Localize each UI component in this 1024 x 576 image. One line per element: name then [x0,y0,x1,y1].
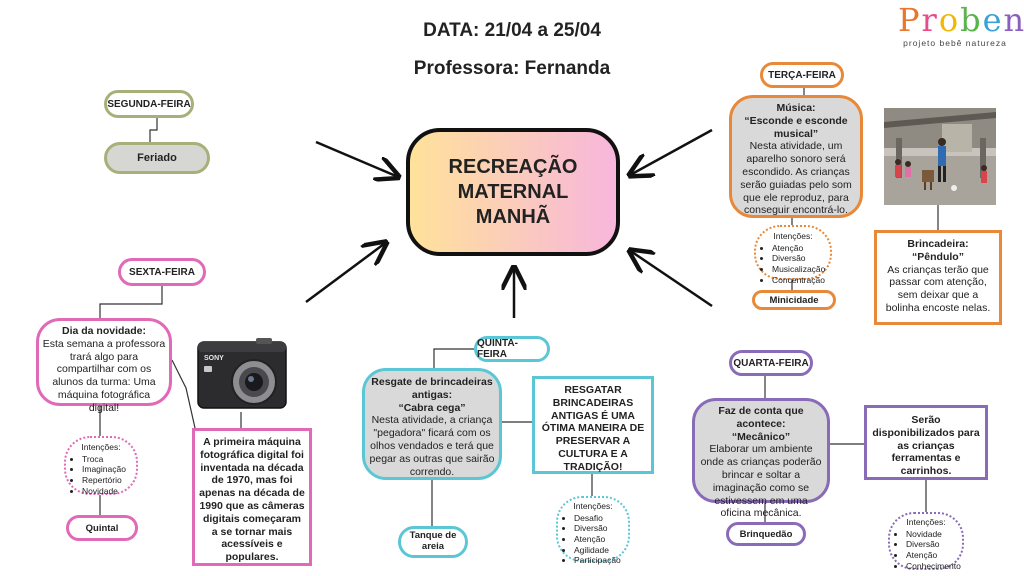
friday-activity-title: Dia da novidade: [61,325,146,337]
thursday-intention-item: Diversão [574,523,626,534]
friday-day-label: SEXTA-FEIRA [118,258,206,286]
tuesday-intention-item: Diversão [772,253,828,264]
monday-day-label: SEGUNDA-FEIRA [104,90,194,118]
tuesday-game-subtitle: “Pêndulo” [912,250,964,263]
tuesday-game-text: As crianças terão que passar com atenção… [885,263,991,314]
logo-wordmark: Proben [898,1,1024,39]
thursday-activity-subtitle: “Cabra cega” [398,401,466,414]
center-title-line1: RECREAÇÃO [448,155,578,178]
thursday-note-text: RESGATAR BRINCADEIRAS ANTIGAS É UMA ÓTIM… [541,384,645,473]
wednesday-activity-subtitle: “Mecânico” [731,430,791,443]
logo-letter: b [960,1,983,39]
tuesday-intention-item: Atenção [772,243,828,254]
tuesday-intention-item: Musicalização [772,264,828,275]
wednesday-note-text: Serão disponibilizados para as crianças … [872,414,980,478]
tuesday-activity-text: Nesta atividade, um aparelho sonoro será… [740,140,852,217]
thursday-note-box: RESGATAR BRINCADEIRAS ANTIGAS É UMA ÓTIM… [532,376,654,474]
thursday-activity-text: Nesta atividade, a criança "pegadora" fi… [369,414,495,478]
wednesday-intention-item: Diversão [906,539,960,550]
friday-intention-item: Novidade [82,486,134,497]
wednesday-intentions: Intenções: Novidade Diversão Atenção Con… [888,512,964,572]
friday-activity-box: Dia da novidade: Esta semana a professor… [36,318,172,414]
friday-activity-text: Esta semana a professora trará algo para… [42,337,166,414]
arrow-monday [315,140,396,176]
thursday-place: Tanque de areia [398,526,468,558]
monday-activity: Feriado [104,142,210,174]
proben-logo: Proben projeto bebê natureza [898,1,1024,52]
camera-image: SONY [197,338,287,409]
friday-note-box: A primeira máquina fotográfica digital f… [192,428,312,566]
wednesday-activity-box: Faz de conta que acontece: “Mecânico” El… [692,398,830,519]
friday-intention-item: Imaginação [82,464,134,475]
friday-note-text: A primeira máquina fotográfica digital f… [199,436,305,564]
logo-letter: n [1003,1,1024,39]
tuesday-activity-title: Música: [776,102,816,114]
tuesday-game-box: Brincadeira: “Pêndulo” As crianças terão… [874,230,1002,325]
date-heading: DATA: 21/04 a 25/04 [423,20,601,41]
thursday-intention-item: Agilidade [574,545,626,556]
wednesday-intention-item: Conhecimento [906,561,961,572]
wednesday-day-label: QUARTA-FEIRA [729,350,813,376]
thursday-intentions-title: Intenções: [573,501,613,511]
arrow-friday [305,244,384,304]
tuesday-game-title: Brincadeira: [907,238,969,250]
wednesday-activity-text: Elaborar um ambiente onde as crianças po… [700,443,822,520]
friday-intention-item: Troca [82,454,134,465]
thursday-activity-box: Resgate de brincadeiras antigas: “Cabra … [362,368,502,480]
logo-letter: r [921,1,939,39]
wednesday-activity-title: Faz de conta que acontece: [718,405,804,430]
friday-intentions: Intenções: Troca Imaginação Repertório N… [64,436,138,497]
friday-intentions-title: Intenções: [81,442,121,452]
tuesday-intentions-title: Intenções: [773,231,813,241]
center-title-line2: MATERNAL [457,180,569,203]
wednesday-intention-item: Atenção [906,550,960,561]
arrow-wednesday [632,252,713,308]
tuesday-intentions: Intenções: Atenção Diversão Musicalizaçã… [754,225,832,285]
thursday-intention-item: Desafio [574,513,626,524]
tuesday-activity-subtitle: “Esconde e esconde musical” [744,114,848,140]
wednesday-place: Brinquedão [726,522,806,546]
friday-place: Quintal [66,515,138,541]
tuesday-day-label: TERÇA-FEIRA [760,62,844,88]
teacher-heading: Professora: Fernanda [413,58,611,79]
wednesday-intentions-title: Intenções: [906,517,946,527]
thursday-activity-title: Resgate de brincadeiras antigas: [371,376,493,401]
center-title-line3: MANHÃ [475,205,551,228]
friday-intention-item: Repertório [82,475,134,486]
wednesday-note-box: Serão disponibilizados para as crianças … [864,405,988,480]
camera-brand-label: SONY [204,355,224,362]
center-node: RECREAÇÃO MATERNAL MANHÃ [406,128,620,256]
logo-letter: o [938,1,961,39]
tuesday-place: Minicidade [752,290,836,310]
tuesday-intention-item: Concentração [772,275,828,286]
logo-letter: e [982,1,1004,39]
tuesday-activity-photo [884,108,996,205]
thursday-intentions: Intenções: Desafio Diversão Atenção Agil… [556,496,630,565]
wednesday-intention-item: Novidade [906,529,960,540]
tuesday-activity-box: Música: “Esconde e esconde musical” Nest… [729,95,863,218]
arrow-tuesday [632,128,713,174]
thursday-intention-item: Participação [574,555,626,566]
thursday-intention-item: Atenção [574,534,626,545]
logo-letter: P [898,1,922,39]
thursday-day-label: QUINTA-FEIRA [474,336,550,362]
logo-subtitle: projeto bebê natureza [903,38,1007,48]
